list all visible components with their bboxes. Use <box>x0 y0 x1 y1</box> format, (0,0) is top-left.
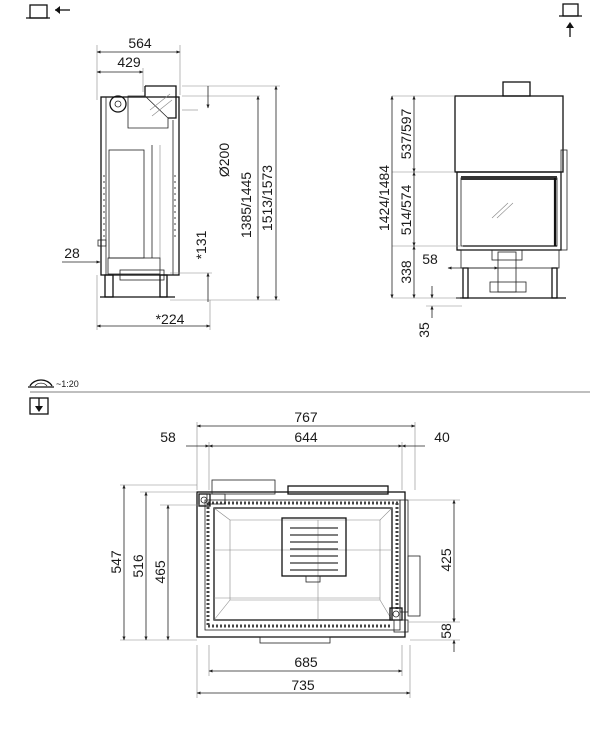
dim-429: 429 <box>117 54 141 70</box>
dim-35: 35 <box>416 322 432 338</box>
dim-685: 685 <box>294 654 318 670</box>
dim-40: 40 <box>434 429 450 445</box>
dim-564: 564 <box>128 35 152 51</box>
dim-58-plan-right: 58 <box>438 623 454 639</box>
side-view-icon <box>26 4 70 19</box>
dim-58-plan-top: 58 <box>160 429 176 445</box>
dim-547: 547 <box>108 550 124 574</box>
dim-425: 425 <box>438 548 454 572</box>
dim-735: 735 <box>291 677 315 693</box>
dim-465: 465 <box>152 560 168 584</box>
side-view-drawing <box>62 45 280 330</box>
dim-224: *224 <box>156 311 185 327</box>
dim-338: 338 <box>398 260 414 284</box>
dim-514-574: 514/574 <box>398 184 414 235</box>
dim-131: *131 <box>193 230 209 259</box>
dim-516: 516 <box>130 554 146 578</box>
dim-1424-1484: 1424/1484 <box>376 165 392 231</box>
dim-537-597: 537/597 <box>398 108 414 159</box>
dim-1385-1445: 1385/1445 <box>238 172 254 238</box>
dim-58-front: 58 <box>422 251 438 267</box>
dim-644: 644 <box>294 429 318 445</box>
front-view-drawing <box>390 81 568 318</box>
dim-1513-1573: 1513/1573 <box>259 165 275 231</box>
plan-view-icon <box>29 397 49 415</box>
front-view-icon <box>559 3 582 37</box>
dim-767: 767 <box>294 409 318 425</box>
dim-28: 28 <box>64 245 80 261</box>
dim-flue-200: Ø200 <box>216 143 232 177</box>
scale-icon <box>28 379 54 388</box>
plan-view-drawing <box>120 422 460 698</box>
scale-note: ~1:20 <box>56 379 79 389</box>
